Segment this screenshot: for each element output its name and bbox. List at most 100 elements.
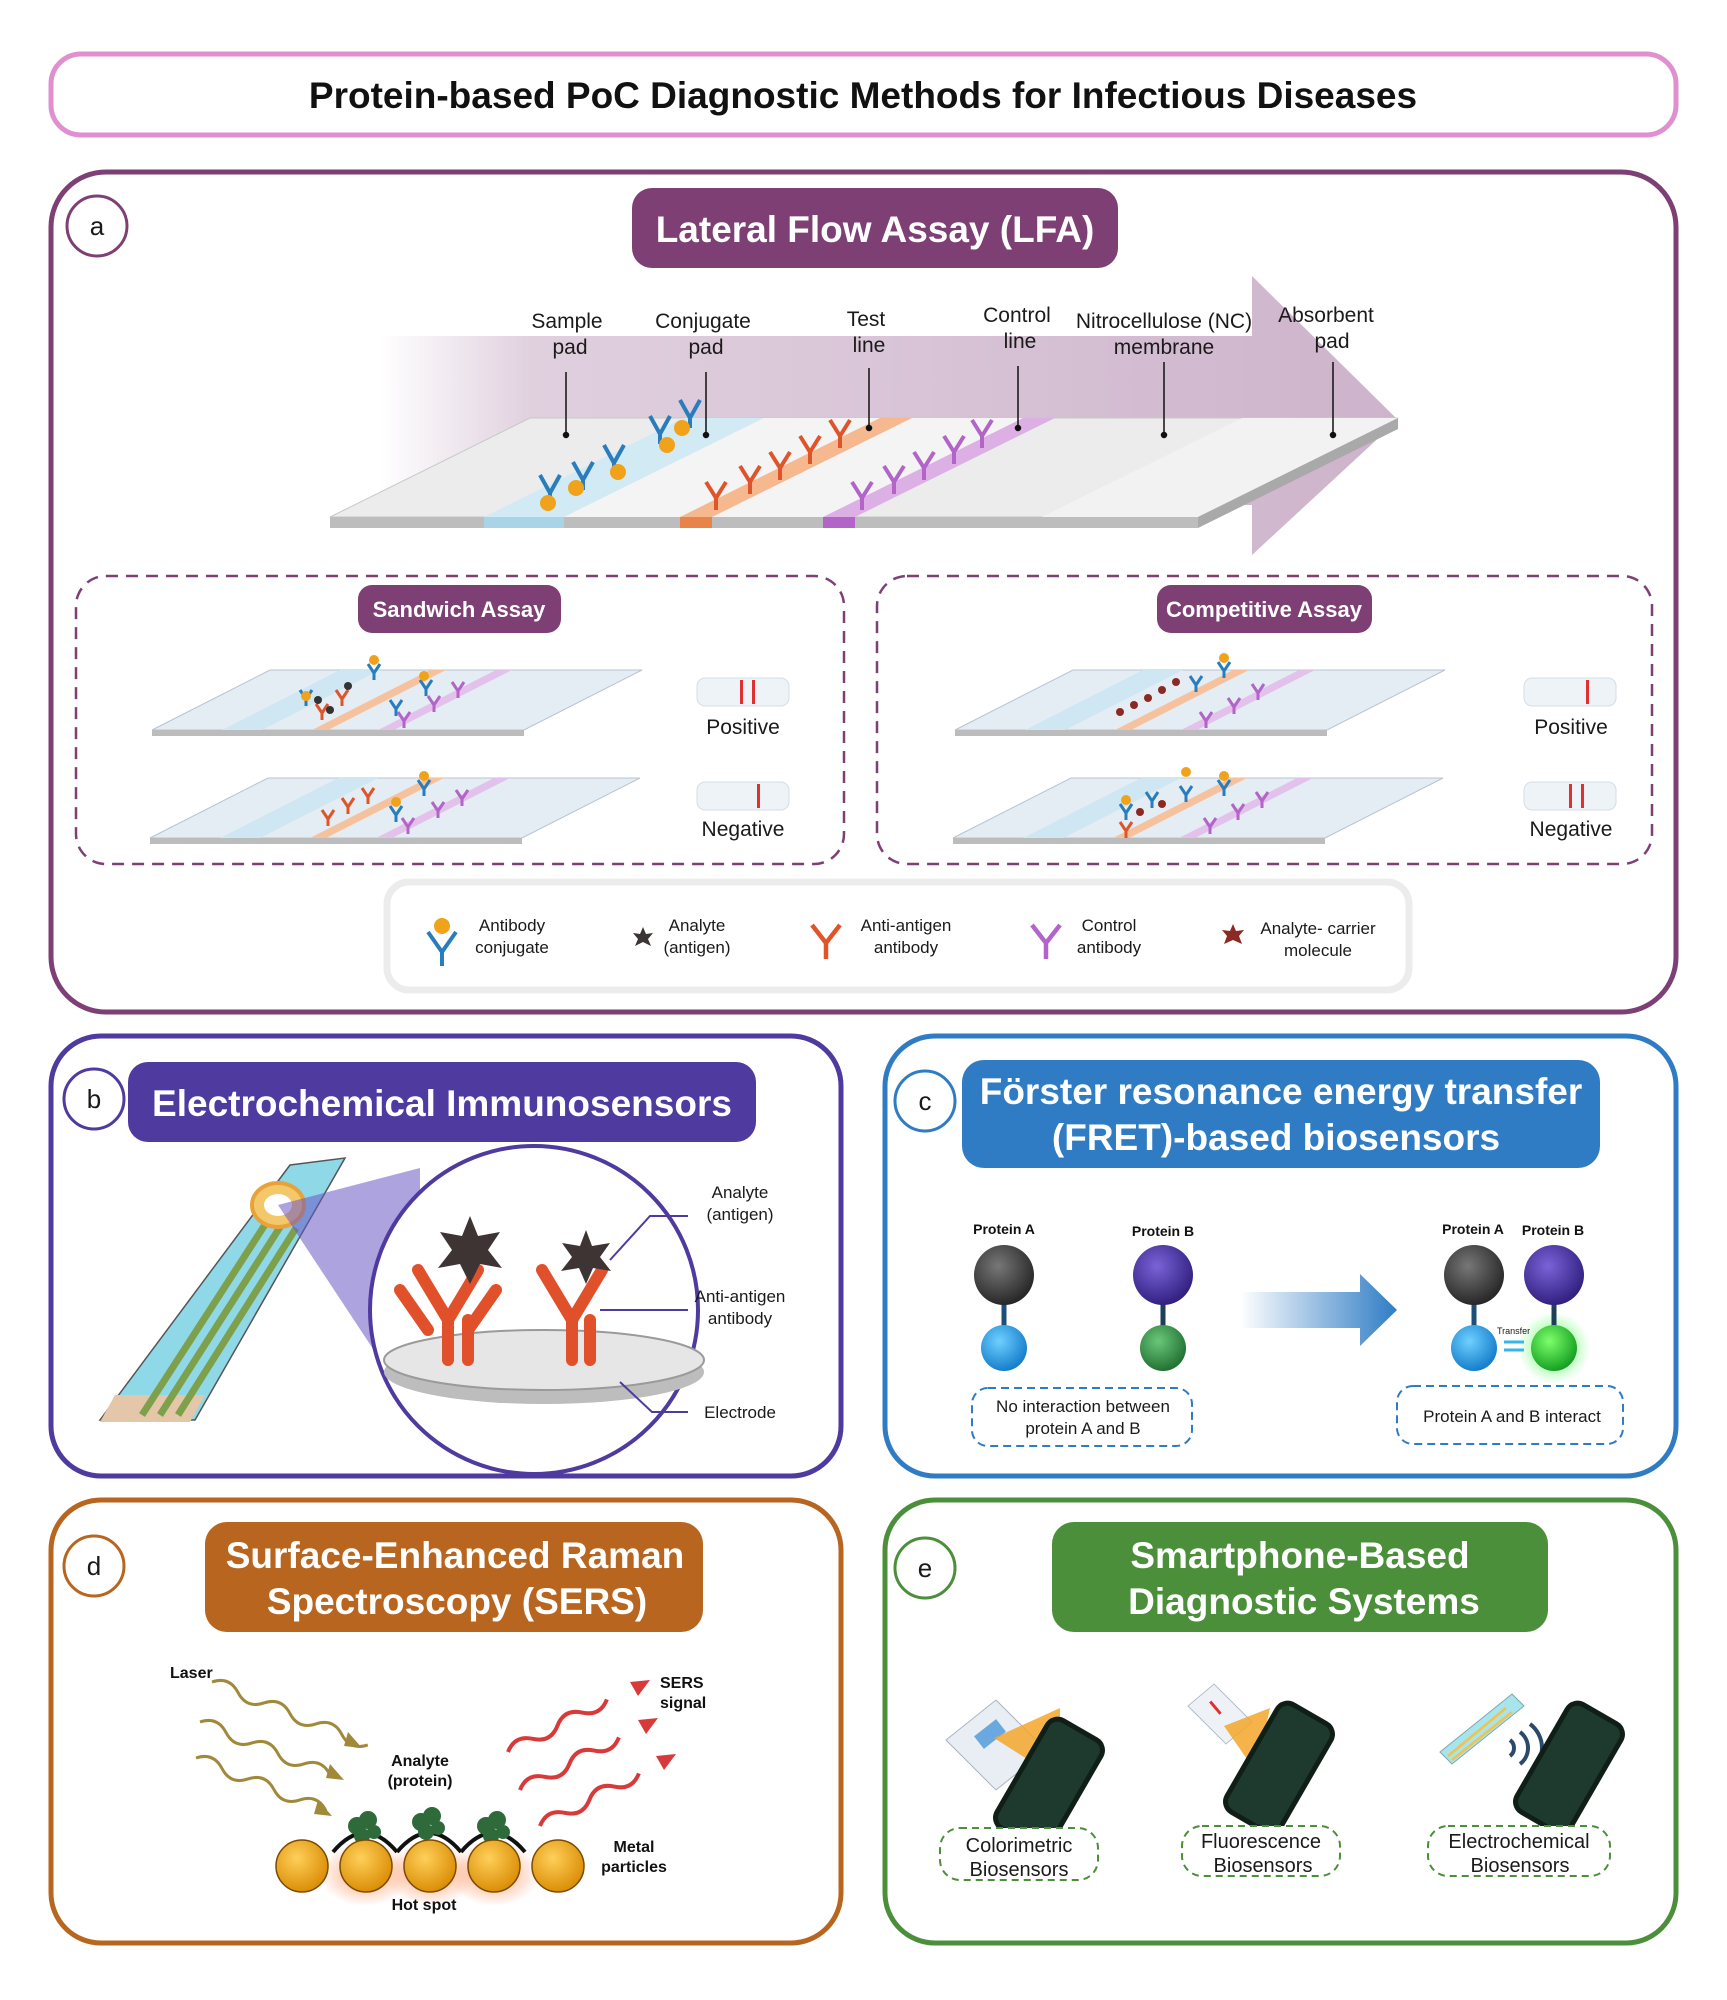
legend-label: antibody bbox=[874, 938, 939, 957]
colorimetric-label-2: Biosensors bbox=[970, 1859, 1069, 1881]
fluorescence-label-2: Biosensors bbox=[1214, 1855, 1313, 1877]
panel-letter-badge bbox=[62, 1534, 126, 1598]
laser-arrowheads bbox=[314, 1732, 362, 1816]
panel-title-line2: (FRET)-based biosensors bbox=[1052, 1117, 1500, 1158]
panel-letter-badge bbox=[893, 1536, 957, 1600]
sandwich-assay-title: Sandwich Assay bbox=[373, 597, 547, 622]
competitive-strip-positive bbox=[954, 653, 1446, 736]
legend-label: Antibody bbox=[479, 916, 546, 935]
competitive-result-positive: Positive bbox=[1523, 677, 1617, 739]
control-line bbox=[823, 418, 1055, 517]
panel-title-line2: Diagnostic Systems bbox=[1128, 1581, 1480, 1622]
panel-letter-badge bbox=[893, 1069, 957, 1133]
panel-e-smartphone: e Smartphone-Based Diagnostic Systems Co… bbox=[882, 1497, 1679, 1946]
panel-title-pill bbox=[128, 1062, 756, 1142]
electrochemical-device bbox=[1439, 1693, 1625, 1836]
protein-a-separate bbox=[974, 1245, 1034, 1371]
panel-title-line1: Smartphone-Based bbox=[1130, 1535, 1469, 1576]
protein-clusters bbox=[348, 1807, 510, 1844]
label-test-line-2: line bbox=[853, 334, 886, 357]
analyte-label: Analyte bbox=[391, 1753, 449, 1770]
competitive-assay-box: Competitive Assay bbox=[875, 574, 1654, 866]
protein-a-label: Protein A bbox=[973, 1221, 1035, 1237]
electro-label: antibody bbox=[708, 1309, 773, 1328]
no-interaction-text-2: protein A and B bbox=[1025, 1419, 1140, 1438]
electro-pointers bbox=[600, 1215, 688, 1413]
label-control-line: Control bbox=[983, 304, 1051, 327]
sandwich-assay-box: Sandwich Assay bbox=[74, 574, 846, 866]
panel-a-lfa: a Lateral Flow Assay (LFA) bbox=[48, 169, 1679, 1015]
electro-label: Analyte bbox=[712, 1183, 769, 1202]
competitive-positive-label: Positive bbox=[1534, 716, 1608, 739]
panel-c-fret: c Förster resonance energy transfer (FRE… bbox=[882, 1033, 1679, 1479]
panel-title-pill bbox=[962, 1060, 1600, 1168]
electrochemical-label: Electrochemical bbox=[1448, 1831, 1589, 1853]
lfa-legend: Antibody conjugate Analyte (antigen) Ant… bbox=[383, 878, 1413, 994]
legend-label: Analyte- carrier bbox=[1260, 919, 1376, 938]
competitive-strip-negative bbox=[952, 767, 1444, 844]
main-title-box: Protein-based PoC Diagnostic Methods for… bbox=[48, 51, 1679, 138]
legend-label: (antigen) bbox=[663, 938, 730, 957]
colorimetric-label-box bbox=[939, 1827, 1099, 1881]
sers-signal-label: SERS bbox=[660, 1675, 704, 1692]
competitive-negative-label: Negative bbox=[1530, 818, 1613, 841]
fluorescence-label-box bbox=[1181, 1825, 1341, 1877]
protein-b-separate bbox=[1133, 1245, 1193, 1371]
label-conjugate-pad: Conjugate bbox=[655, 310, 751, 333]
competitive-result-negative: Negative bbox=[1523, 781, 1617, 841]
sandwich-result-positive: Positive bbox=[696, 677, 790, 739]
conjugate-gold bbox=[540, 420, 690, 511]
sers-signal-waves bbox=[506, 1698, 641, 1827]
analyte-label-2: (protein) bbox=[388, 1773, 453, 1790]
panel-letter: c bbox=[919, 1086, 932, 1116]
metal-label: Metal bbox=[614, 1839, 655, 1856]
label-sample-pad-2: pad bbox=[552, 336, 587, 359]
label-nc-membrane-2: membrane bbox=[1114, 336, 1214, 359]
legend-label: Control bbox=[1082, 916, 1137, 935]
fluorescence-device bbox=[1187, 1683, 1335, 1836]
control-antibody-icon bbox=[1030, 923, 1062, 959]
panel-title-pill bbox=[205, 1522, 703, 1632]
strip-label-pointers bbox=[562, 362, 1337, 439]
transfer-arrows-icon bbox=[1504, 1340, 1524, 1352]
panel-letter-badge bbox=[62, 1067, 126, 1131]
sandwich-result-negative: Negative bbox=[696, 781, 790, 841]
panel-letter: e bbox=[918, 1553, 932, 1583]
label-absorbent-pad-2: pad bbox=[1314, 330, 1349, 353]
colorimetric-device bbox=[945, 1699, 1105, 1852]
sandwich-strip-positive bbox=[151, 655, 643, 736]
protein-b-label: Protein B bbox=[1132, 1223, 1194, 1239]
legend-label: molecule bbox=[1284, 941, 1352, 960]
label-conjugate-pad-2: pad bbox=[688, 336, 723, 359]
legend-label: antibody bbox=[1077, 938, 1142, 957]
no-interaction-text: No interaction between bbox=[996, 1397, 1170, 1416]
protein-b-bound bbox=[1524, 1245, 1584, 1371]
panel-d-sers: d Surface-Enhanced Raman Spectroscopy (S… bbox=[48, 1497, 844, 1946]
panel-letter: d bbox=[87, 1551, 101, 1581]
transfer-label: Transfer bbox=[1497, 1326, 1530, 1336]
interact-text: Protein A and B interact bbox=[1423, 1407, 1601, 1426]
panel-title-line1: Surface-Enhanced Raman bbox=[226, 1535, 685, 1576]
label-sample-pad: Sample bbox=[531, 310, 602, 333]
control-antibodies bbox=[850, 418, 994, 510]
sandwich-positive-label: Positive bbox=[706, 716, 780, 739]
label-control-line-2: line bbox=[1004, 330, 1037, 353]
panel-letter-badge bbox=[65, 194, 129, 258]
laser-waves bbox=[195, 1678, 369, 1812]
panel-title-line1: Förster resonance energy transfer bbox=[980, 1071, 1583, 1112]
electro-label: Electrode bbox=[704, 1403, 776, 1422]
hot-spot-label: Hot spot bbox=[392, 1897, 458, 1914]
sandwich-negative-label: Negative bbox=[702, 818, 785, 841]
electrode-disc bbox=[383, 1329, 705, 1404]
protein-a-bound bbox=[1444, 1245, 1504, 1371]
analyte-antigen-icon bbox=[633, 927, 653, 946]
sers-arrowheads bbox=[630, 1680, 676, 1770]
competitive-assay-title: Competitive Assay bbox=[1166, 597, 1363, 622]
panel-title-pill bbox=[632, 188, 1118, 268]
no-interaction-box bbox=[971, 1387, 1193, 1447]
panel-b-electrochemical: b Electrochemical Immunosensors bbox=[48, 1033, 844, 1479]
electro-label: Anti-antigen bbox=[695, 1287, 786, 1306]
metal-nanoparticles bbox=[275, 1839, 585, 1893]
antigen-on-electrode bbox=[438, 1216, 611, 1284]
